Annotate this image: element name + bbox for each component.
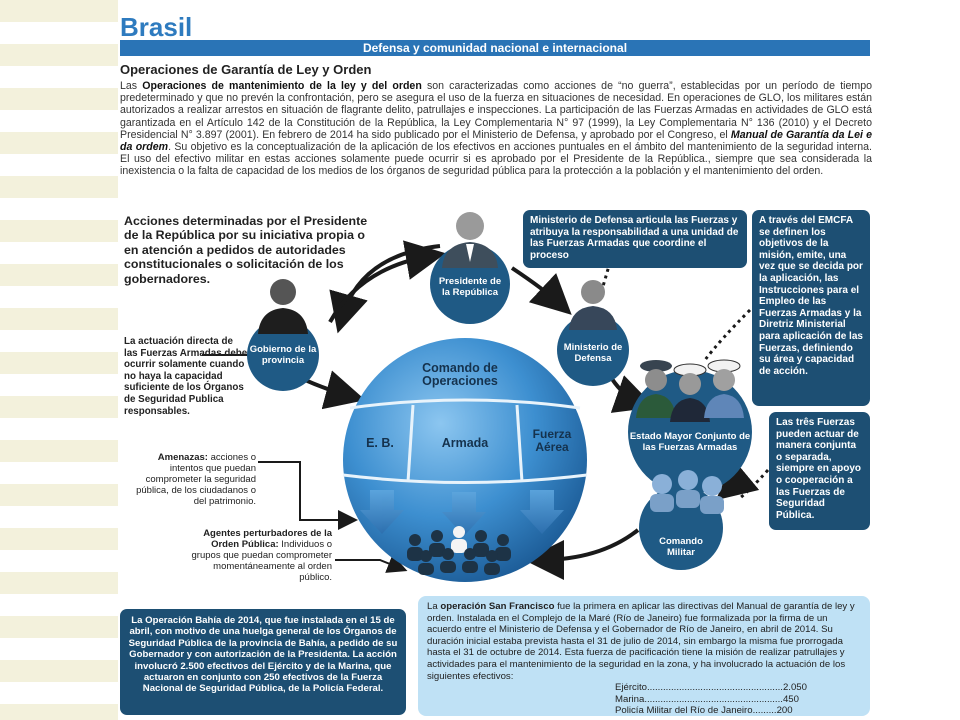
forces-list: Ejército................................… [615,682,861,717]
threats-text: Amenazas: acciones o intentos que puedan… [124,452,256,507]
agents-text: Agentes perturbadores de la Orden Públic… [184,528,332,583]
forces-row: Marina..................................… [615,694,861,706]
node-president: Presidente de la República [436,272,504,302]
direct-action-text: La actuación directa de las Fuerzas Arma… [124,336,248,417]
sphere-title: Comando de Operaciones [405,362,515,388]
president-figure [442,212,498,268]
node-command: Comando Militar [645,534,717,560]
node-ministry: Ministerio de Defensa [559,338,627,368]
sphere-air: Fuerza Aérea [522,428,582,454]
sphere-eb: E. B. [355,436,405,450]
bahia-box: La Operación Bahía de 2014, que fue inst… [120,609,406,715]
arrow-president-ministry [512,268,560,304]
san-francisco-box: La operación San Francisco fue la primer… [418,596,870,716]
forces-row: Policía Militar del Río de Janeiro......… [615,705,861,717]
node-staff: Estado Mayor Conjunto de las Fuerzas Arm… [626,430,754,454]
minister-figure [569,280,617,330]
governor-figure [258,279,308,334]
sphere-navy: Armada [425,436,505,450]
military-command-figure [650,470,724,514]
emcfa-box: A través del EMCFA se definen los objeti… [752,210,870,406]
ministry-box: Ministerio de Defensa articula las Fuerz… [523,210,747,268]
forces-row: Ejército................................… [615,682,861,694]
forces-box: Las três Fuerzas pueden actuar de manera… [769,412,870,530]
san-francisco-title: operación San Francisco [440,601,554,612]
node-governor: Gobierno de la provincia [249,340,317,370]
president-actions-text: Acciones determinadas por el Presidente … [124,214,372,286]
